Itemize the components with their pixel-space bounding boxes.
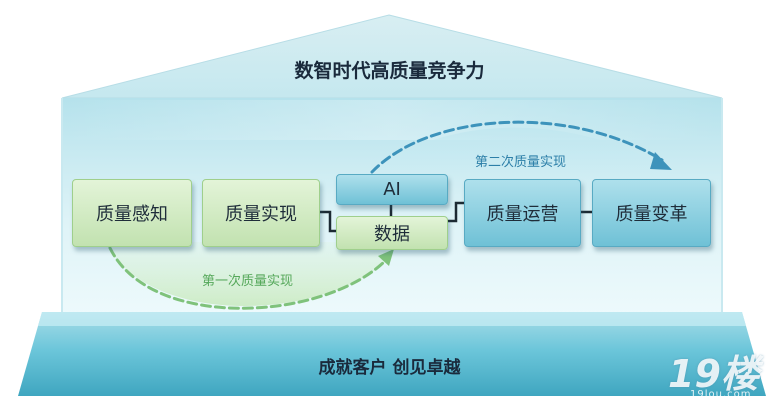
- first-arc-line: [108, 246, 386, 310]
- body-shine: [62, 100, 722, 140]
- base-slogan: 成就客户 创见卓越: [318, 358, 461, 378]
- stage-label: 数据: [374, 224, 410, 245]
- second-arc-area: [370, 127, 670, 180]
- connector-data-operation: [447, 201, 464, 223]
- stage-label: AI: [383, 179, 401, 200]
- stage-label: 质量感知: [96, 204, 168, 225]
- base-highlight: [38, 312, 746, 326]
- stage-quality-transformation: 质量变革: [592, 179, 711, 247]
- roof-title: 数智时代高质量竞争力: [294, 60, 485, 82]
- stage-quality-perception: 质量感知: [72, 179, 192, 247]
- stage-data: 数据: [336, 216, 448, 250]
- connector-realization-data: [320, 210, 336, 233]
- stage-quality-realization: 质量实现: [202, 179, 320, 247]
- stage-quality-operation: 质量运营: [464, 179, 581, 247]
- stage-ai: AI: [336, 174, 448, 205]
- stage-label: 质量运营: [486, 204, 559, 225]
- watermark-logo: 19楼: [668, 352, 759, 396]
- first-arc-arrowhead: [378, 249, 394, 266]
- stage-label: 质量变革: [615, 204, 688, 225]
- first-arc-area: [105, 242, 392, 307]
- second-arc-label: 第二次质量实现: [475, 155, 567, 170]
- second-arc-arrowhead: [650, 152, 672, 170]
- base-platform: [18, 312, 766, 396]
- first-arc-label: 第一次质量实现: [202, 274, 294, 289]
- second-arc-line: [370, 120, 664, 174]
- stage-label: 质量实现: [225, 204, 297, 225]
- watermark-domain: 19lou.com: [690, 389, 752, 400]
